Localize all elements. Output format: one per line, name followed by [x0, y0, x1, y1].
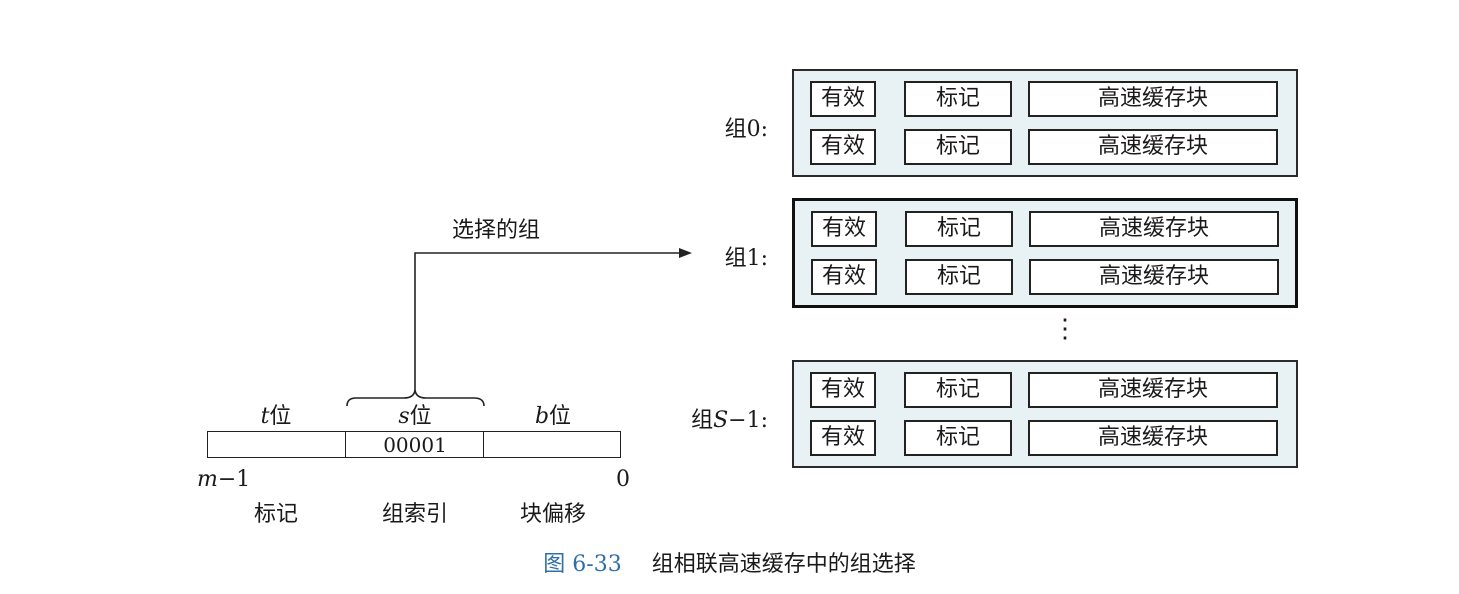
cache-block: 高速缓存块 — [1028, 372, 1278, 408]
tag-bits-field — [207, 431, 347, 458]
cache-block: 高速缓存块 — [1028, 420, 1278, 456]
valid-bit: 有效 — [810, 372, 876, 408]
cache-block: 高速缓存块 — [1028, 81, 1278, 117]
ellipsis-vertical: ⋮ — [1052, 314, 1078, 344]
selection-arrow-head — [679, 248, 692, 258]
tag-field: 标记 — [904, 420, 1012, 456]
valid-bit: 有效 — [810, 420, 876, 456]
set-s-minus-1-label: 组S−1: — [691, 408, 768, 433]
tag-field: 标记 — [904, 81, 1012, 117]
cache-block: 高速缓存块 — [1029, 259, 1279, 295]
tag-field: 标记 — [904, 129, 1012, 165]
set-index-bits-field: 00001 — [345, 431, 485, 458]
figure-number: 图 6-33 — [543, 552, 622, 577]
tag-field: 标记 — [905, 259, 1013, 295]
selection-arrow-line — [414, 252, 680, 390]
block-offset-bits-field — [483, 431, 621, 458]
t-bits-label: t位 — [260, 404, 292, 429]
cache-set-0: 有效 标记 高速缓存块 有效 标记 高速缓存块 — [792, 69, 1298, 177]
cache-block: 高速缓存块 — [1029, 211, 1279, 247]
set-0-label: 组0: — [724, 117, 768, 142]
figure-title: 组相联高速缓存中的组选择 — [651, 552, 916, 577]
tag-field: 标记 — [904, 372, 1012, 408]
high-bit-index: m−1 — [197, 467, 251, 492]
set-index-field-name: 组索引 — [381, 502, 448, 527]
cache-set-1-selected: 有效 标记 高速缓存块 有效 标记 高速缓存块 — [792, 198, 1298, 308]
valid-bit: 有效 — [810, 81, 876, 117]
set-1-label: 组1: — [724, 246, 768, 271]
figure-caption: 图 6-33 组相联高速缓存中的组选择 — [0, 546, 1459, 578]
b-bits-label: b位 — [534, 404, 572, 429]
cache-set-s-minus-1: 有效 标记 高速缓存块 有效 标记 高速缓存块 — [792, 360, 1298, 468]
s-bits-label: s位 — [398, 404, 432, 429]
tag-field-name: 标记 — [253, 502, 298, 527]
valid-bit: 有效 — [811, 259, 877, 295]
valid-bit: 有效 — [810, 129, 876, 165]
low-bit-index: 0 — [616, 467, 630, 492]
tag-field: 标记 — [905, 211, 1013, 247]
selected-set-label: 选择的组 — [452, 218, 541, 243]
block-offset-field-name: 块偏移 — [519, 502, 586, 527]
valid-bit: 有效 — [811, 211, 877, 247]
cache-block: 高速缓存块 — [1028, 129, 1278, 165]
